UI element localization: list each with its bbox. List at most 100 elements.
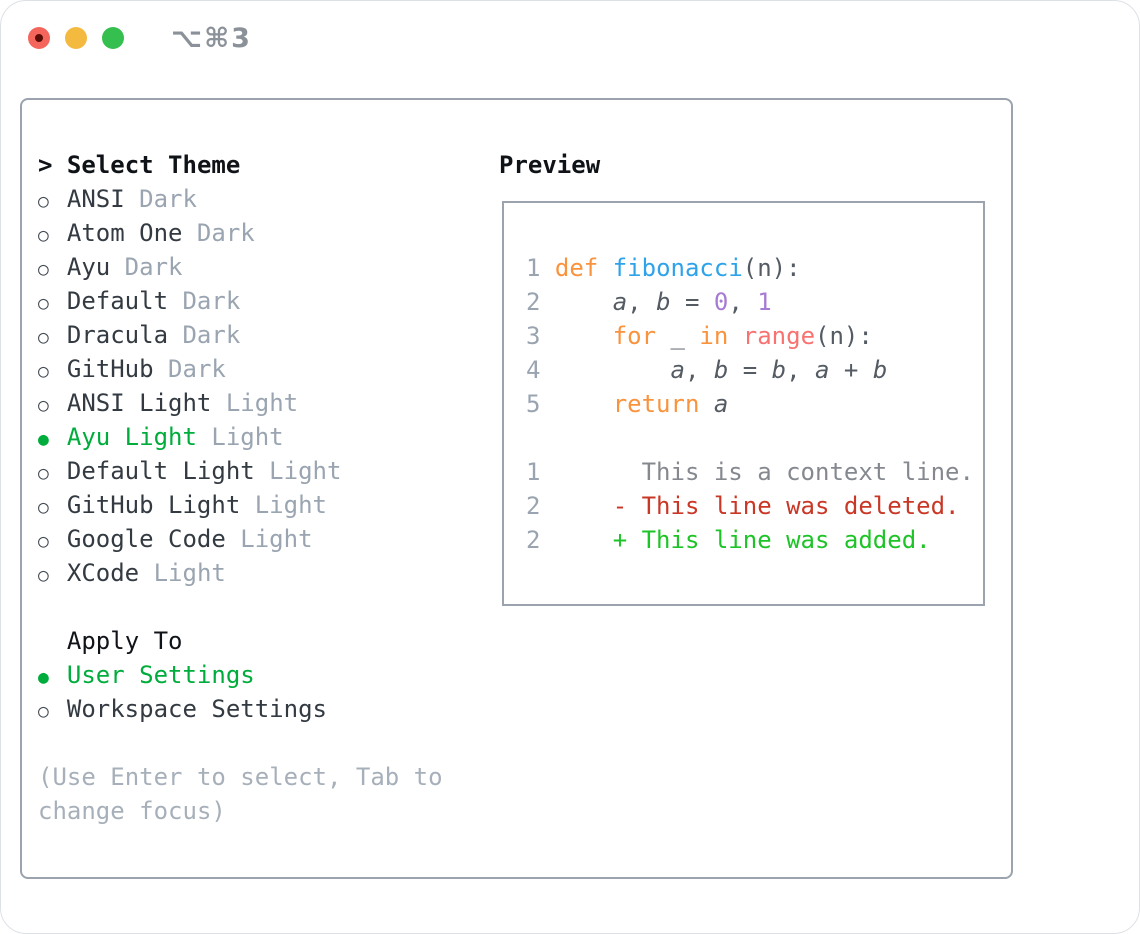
token-variable: b (656, 288, 671, 316)
minimize-button[interactable] (65, 27, 87, 49)
theme-variant: Dark (182, 219, 255, 247)
radio-icon: ○ (38, 259, 49, 280)
token-plain (555, 526, 613, 554)
theme-selector: > Select Theme ○ ANSI Dark○ Atom One Dar… (38, 148, 443, 828)
token-plain: = (728, 356, 772, 384)
theme-name: ANSI Light (52, 389, 212, 417)
line-number: 3 (526, 322, 541, 350)
theme-variant: Dark (124, 185, 197, 213)
code-line-5: 5 return a (526, 387, 974, 421)
token-plain (555, 492, 613, 520)
token-number: 0 (713, 288, 729, 316)
token-plain: = (670, 288, 714, 316)
radio-icon: ○ (38, 701, 49, 722)
apply-option-label: Workspace Settings (52, 695, 327, 723)
token-added: + This line was added. (612, 526, 931, 554)
code-line-4: 4 a, b = b, a + b (526, 353, 974, 387)
theme-item-ayu-light[interactable]: ● Ayu Light Light (38, 420, 443, 454)
token-variable: a (713, 390, 729, 418)
token-deleted: - This line was deleted. (612, 492, 960, 520)
theme-variant: Light (211, 389, 299, 417)
apply-option-user-settings[interactable]: ● User Settings (38, 658, 443, 692)
window-title: ⌥⌘3 (171, 23, 252, 54)
radio-icon: ○ (38, 531, 49, 552)
apply-option-workspace-settings[interactable]: ○ Workspace Settings (38, 692, 443, 726)
token-keyword: for (612, 322, 657, 350)
theme-variant: Dark (110, 253, 183, 281)
token-plain (728, 322, 742, 350)
radio-icon: ○ (38, 565, 49, 586)
line-number: 2 (526, 526, 541, 554)
token-plain: , (684, 356, 714, 384)
radio-selected-icon: ● (38, 429, 49, 450)
radio-selected-icon: ● (38, 667, 49, 688)
radio-icon: ○ (38, 395, 49, 416)
token-variable: b (713, 356, 729, 384)
theme-item-ansi[interactable]: ○ ANSI Dark (38, 182, 443, 216)
theme-item-dracula[interactable]: ○ Dracula Dark (38, 318, 443, 352)
close-button[interactable] (28, 27, 50, 49)
theme-variant: Light (225, 525, 313, 553)
theme-picker-panel: > Select Theme ○ ANSI Dark○ Atom One Dar… (20, 98, 1013, 879)
theme-variant: Light (254, 457, 342, 485)
token-variable: b (872, 356, 888, 384)
radio-icon: ○ (38, 191, 49, 212)
zoom-button[interactable] (102, 27, 124, 49)
token-variable: a (815, 356, 830, 384)
radio-icon: ○ (38, 327, 49, 348)
token-number: 1 (757, 288, 772, 316)
theme-item-default[interactable]: ○ Default Dark (38, 284, 443, 318)
theme-name: ANSI (52, 185, 125, 213)
token-variable: b (771, 356, 787, 384)
theme-name: Ayu Light (52, 423, 197, 451)
theme-name: Atom One (52, 219, 183, 247)
theme-variant: Light (196, 423, 284, 451)
theme-item-google-code[interactable]: ○ Google Code Light (38, 522, 443, 556)
radio-icon: ○ (38, 497, 49, 518)
token-plain: + (829, 356, 873, 384)
line-number: 2 (526, 288, 541, 316)
theme-item-ayu[interactable]: ○ Ayu Dark (38, 250, 443, 284)
theme-list: ○ ANSI Dark○ Atom One Dark○ Ayu Dark○ De… (38, 182, 443, 590)
theme-item-default-light[interactable]: ○ Default Light Light (38, 454, 443, 488)
line-number: 1 (526, 254, 541, 282)
code-line-3: 3 for _ in range(n): (526, 319, 974, 353)
token-context: This is a context line. (641, 458, 974, 486)
theme-item-atom-one[interactable]: ○ Atom One Dark (38, 216, 443, 250)
theme-name: Google Code (52, 525, 226, 553)
token-plain: , (627, 288, 657, 316)
theme-item-github-light[interactable]: ○ GitHub Light Light (38, 488, 443, 522)
theme-variant: Light (240, 491, 327, 519)
token-plain (555, 458, 642, 486)
apply-to-options: ● User Settings○ Workspace Settings (38, 658, 443, 726)
token-builtin: range (742, 322, 816, 350)
theme-item-ansi-light[interactable]: ○ ANSI Light Light (38, 386, 443, 420)
code-line-7: 1 This is a context line. (526, 455, 974, 489)
line-number: 1 (526, 458, 541, 486)
token-variable: a (670, 356, 685, 384)
select-theme-header: > Select Theme (38, 151, 241, 179)
token-plain: , (728, 288, 758, 316)
radio-icon: ○ (38, 463, 49, 484)
theme-name: Dracula (52, 321, 169, 349)
radio-icon: ○ (38, 293, 49, 314)
code-line-8: 2 - This line was deleted. (526, 489, 974, 523)
theme-name: GitHub (52, 355, 154, 383)
token-variable: a (612, 288, 628, 316)
token-plain (555, 288, 613, 316)
theme-variant: Light (139, 559, 226, 587)
line-number: 5 (526, 390, 541, 418)
code-line-9: 2 + This line was added. (526, 523, 974, 557)
theme-name: Default (52, 287, 169, 315)
token-keyword: in (699, 322, 729, 350)
code-line-2: 2 a, b = 0, 1 (526, 285, 974, 319)
theme-item-github[interactable]: ○ GitHub Dark (38, 352, 443, 386)
token-function: fibonacci (612, 254, 743, 282)
line-number: 2 (526, 492, 541, 520)
apply-to-header: Apply To (66, 627, 183, 655)
code-line-1: 1 def fibonacci(n): (526, 251, 974, 285)
apply-option-label: User Settings (52, 661, 255, 689)
theme-name: Ayu (52, 253, 111, 281)
theme-item-xcode[interactable]: ○ XCode Light (38, 556, 443, 590)
